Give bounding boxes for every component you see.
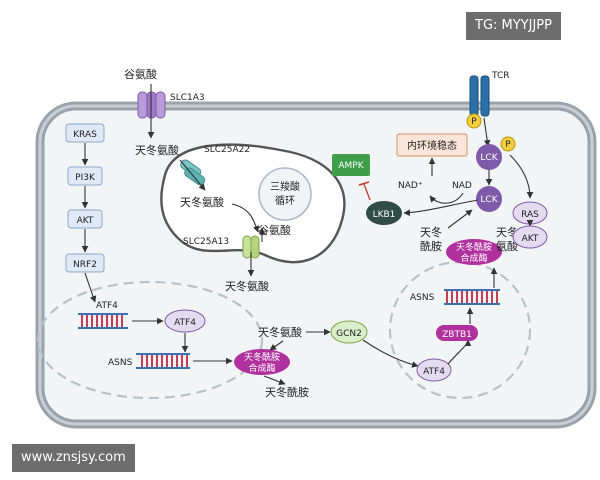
tca-line1: 三羧酸 [270, 180, 300, 193]
svg-text:天冬酰胺: 天冬酰胺 [456, 241, 492, 253]
svg-text:合成酶: 合成酶 [460, 252, 487, 264]
right-asparagine-line2: 酰胺 [420, 239, 442, 253]
pi3k-node [67, 166, 103, 186]
watermark-top-right: TG: MYYJJPP [466, 12, 561, 40]
atf4-node-right [416, 358, 452, 382]
homeostasis-node [396, 133, 468, 157]
asns-label-right: ASNS [410, 293, 435, 303]
svg-text:GCN2: GCN2 [336, 329, 362, 339]
svg-text:PI3K: PI3K [75, 173, 96, 183]
svg-text:ATF4: ATF4 [174, 318, 196, 328]
tca-line2: 循环 [275, 194, 295, 207]
nrf2-node [65, 253, 105, 273]
tcr-label: TCR [491, 71, 510, 81]
center-asparagine: 天冬酰胺 [265, 385, 309, 399]
center-aspartate: 天冬氨酸 [258, 325, 302, 339]
nucleus-right [388, 260, 532, 400]
watermark-bottom-left: www.znsjsy.com [12, 444, 135, 472]
mitochondrion [160, 143, 346, 264]
phospho-icon-1 [466, 113, 482, 129]
phospho-icon-2 [500, 136, 516, 152]
asn-synthetase-left-node [234, 349, 290, 375]
mito-glutamate: 谷氨酸 [258, 223, 291, 237]
lkb1-node [366, 201, 402, 225]
ampk-node [332, 154, 370, 176]
slc1a3-label: SLC1A3 [170, 93, 205, 103]
aspartate-out: 天冬氨酸 [225, 279, 269, 293]
svg-text:P: P [471, 117, 477, 127]
akt-node-right [512, 225, 548, 249]
asn-synthetase-right-node [446, 239, 502, 265]
dna-left-bottom-icon [136, 353, 190, 369]
right-aspartate-line1: 天冬 [496, 225, 518, 239]
right-asparagine-line1: 天冬 [420, 225, 442, 239]
svg-text:RAS: RAS [521, 210, 539, 220]
right-aspartate-line2: 氨酸 [496, 239, 518, 253]
tca-cycle-node [258, 167, 312, 221]
svg-text:AKT: AKT [77, 216, 94, 226]
lck-mid-node [476, 186, 502, 212]
slc25a13-transporter-icon [242, 235, 260, 259]
tcr-receptor-icon [469, 75, 490, 117]
aspartate-mito: 天冬氨酸 [180, 195, 224, 209]
svg-text:AKT: AKT [522, 234, 539, 244]
akt-node-left [67, 209, 103, 229]
dna-left-top-icon [78, 313, 128, 329]
slc25a13-label: SLC25A13 [183, 237, 229, 247]
svg-text:内环境稳态: 内环境稳态 [407, 139, 457, 152]
atf4-node-left [164, 309, 206, 333]
svg-text:LCK: LCK [480, 153, 498, 163]
svg-text:天冬酰胺: 天冬酰胺 [244, 351, 280, 363]
svg-text:P: P [505, 140, 511, 150]
dna-right-icon [444, 289, 500, 305]
zbtb1-node [436, 325, 478, 341]
lck-top-node [476, 144, 502, 170]
nad: NAD [452, 181, 472, 191]
svg-text:合成酶: 合成酶 [248, 362, 275, 374]
nucleus-left [36, 280, 264, 400]
slc25a22-transporter-icon [180, 159, 206, 186]
svg-text:ATF4: ATF4 [423, 367, 445, 377]
atf4-label-left: ATF4 [96, 301, 118, 311]
slc25a22-label: SLC25A22 [204, 145, 250, 155]
svg-text:AMPK: AMPK [338, 161, 364, 171]
svg-text:LCK: LCK [480, 195, 498, 205]
svg-text:NRF2: NRF2 [73, 260, 97, 270]
gcn2-node [330, 320, 368, 344]
extracellular-glutamate: 谷氨酸 [124, 67, 157, 81]
svg-text:KRAS: KRAS [73, 130, 97, 140]
svg-text:ZBTB1: ZBTB1 [442, 330, 472, 340]
kras-node [65, 123, 105, 143]
ras-node [512, 201, 548, 225]
lkb1-ampk-inhibit [363, 183, 371, 201]
slc1a3-transporter-icon [137, 91, 166, 119]
nad-plus: NAD⁺ [398, 181, 423, 191]
cell-membrane [35, 101, 597, 429]
aspartate-cytosol: 天冬氨酸 [135, 143, 179, 157]
asns-label-left: ASNS [108, 358, 133, 368]
svg-text:LKB1: LKB1 [373, 210, 396, 220]
